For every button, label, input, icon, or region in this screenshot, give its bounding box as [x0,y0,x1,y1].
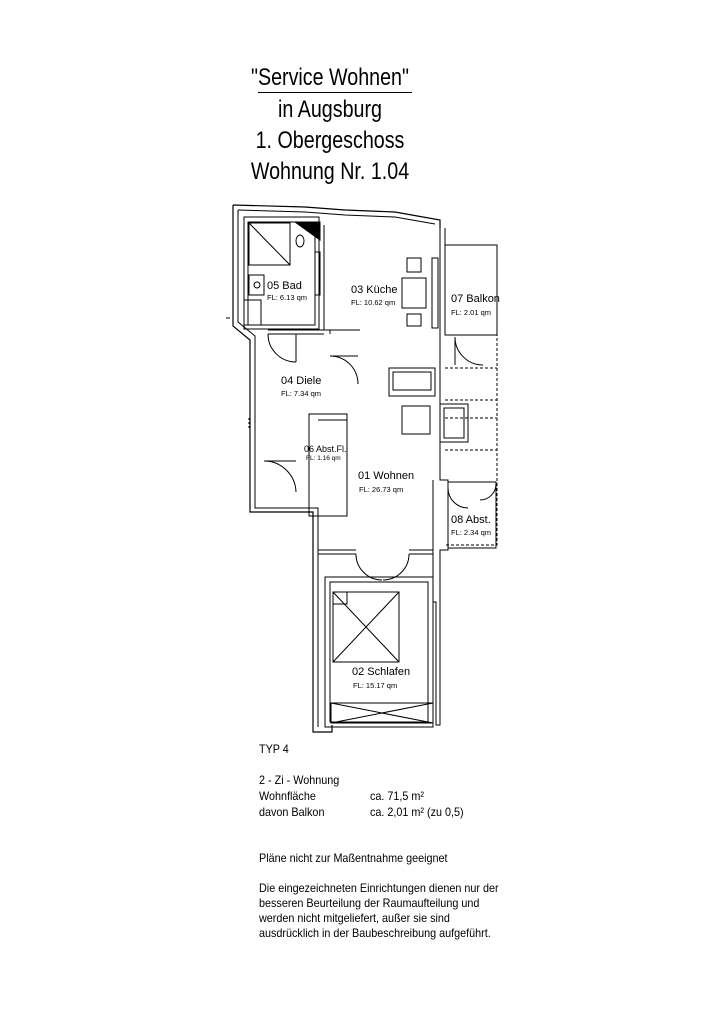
toilet [295,234,305,248]
facade-dashed [445,334,498,546]
kitchen-table [401,277,427,309]
room-name-abstfl: 06 Abst.Fl. [304,444,347,454]
bed [332,591,400,663]
wardrobe [330,702,434,724]
room-name-abst: 08 Abst. [451,514,491,526]
shower [248,222,291,266]
room-area-balkon: FL: 2.01 qm [451,308,491,317]
schlafen-wall [318,549,433,555]
schlafen-outline [324,576,434,728]
wohnflaeche-label: Wohnfläche [259,789,316,803]
outer-wall-right [439,228,446,330]
outer-wall-left-inner [237,210,319,727]
note-line-3: werden nicht mitgeliefert, außer sie sin… [259,911,450,925]
room-area-diele: FL: 7.34 qm [281,389,321,398]
title-line-1: "Service Wohnen" [250,64,410,91]
room-area-abstfl: FL: 1.16 qm [306,455,341,462]
room-area-schlafen: FL: 15.17 qm [353,681,397,690]
balkon-outline [444,244,498,336]
washbasin [248,274,265,296]
room-name-balkon: 07 Balkon [451,293,500,305]
sofa [388,367,436,397]
disclaimer: Pläne nicht zur Maßentnahme geeignet [259,851,448,865]
note-line-1: Die eingezeichneten Einrichtungen dienen… [259,881,499,895]
abstfl-box [308,413,348,517]
room-area-bad: FL: 6.13 qm [267,293,307,302]
room-name-wohnen: 01 Wohnen [358,470,414,482]
room-area-abst: FL: 2.34 qm [451,528,491,537]
outer-wall-top [232,204,441,228]
door-schlafen [355,553,410,581]
door-diele [267,333,297,363]
title-line-2: in Augsburg [278,96,382,123]
outer-wall-top-inner [237,209,436,225]
abst-room [447,481,497,549]
title-underline [258,92,412,93]
room-area-wohnen: FL: 26.73 qm [359,485,403,494]
bad-walls [243,216,320,330]
typ-label: TYP 4 [259,742,289,756]
outer-wall-left [232,205,333,733]
title-line-3: 1. Obergeschoss [255,127,405,154]
balkon-value: ca. 2,01 m² (zu 0,5) [370,805,464,819]
door-abst [447,487,469,509]
room-name-kueche: 03 Küche [351,284,397,296]
door-balkon [454,336,484,366]
door-entrance [263,460,297,493]
apartment-type: 2 - Zi - Wohnung [259,773,340,787]
room-area-kueche: FL: 10.62 qm [351,298,395,307]
balkon-label: davon Balkon [259,805,325,819]
note-line-4: ausdrücklich in der Baubeschreibung aufg… [259,926,491,940]
outer-wall-right-2 [432,330,449,726]
armchair [439,403,469,443]
room-name-diele: 04 Diele [281,375,321,387]
room-name-schlafen: 02 Schlafen [352,666,410,678]
wohnflaeche-value: ca. 71,5 m² [370,789,425,803]
diele-wall [268,329,324,335]
door-wohnen [329,355,359,385]
title-line-4: Wohnung Nr. 1.04 [250,158,410,185]
room-name-bad: 05 Bad [267,280,302,292]
note-line-2: besseren Beurteilung der Raumaufteilung … [259,896,480,910]
coffee-table [401,405,431,435]
